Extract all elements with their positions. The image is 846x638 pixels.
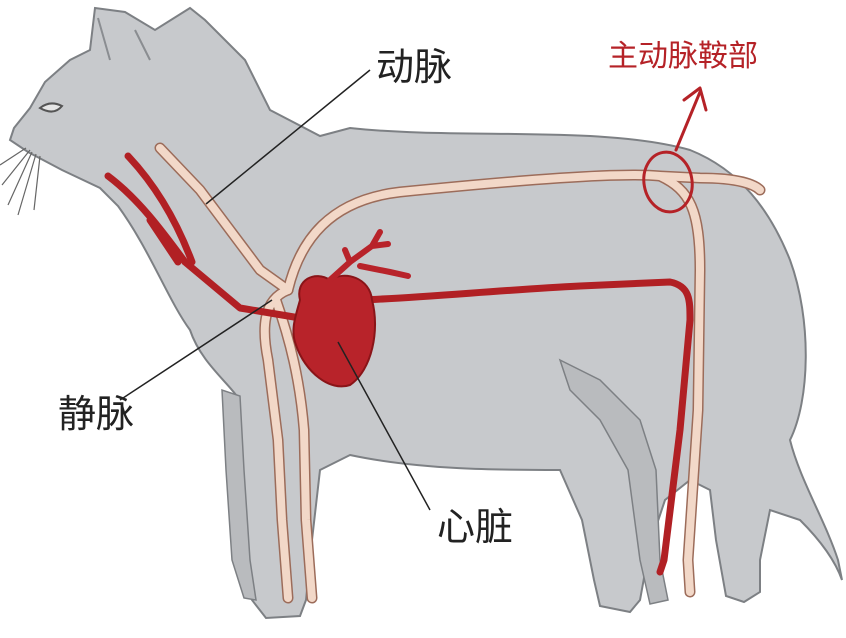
- cat-eye: [38, 102, 64, 113]
- far-leg: [221, 388, 257, 601]
- vein-vessels: [104, 152, 694, 576]
- artery-label: 动脉: [376, 45, 453, 89]
- artery-leader: [205, 69, 371, 205]
- leader-lines: [119, 69, 431, 511]
- vein-label: 静脉: [58, 392, 135, 436]
- heart-leader: [337, 341, 431, 511]
- heart-label: 心脏: [437, 505, 514, 549]
- artery-vessels: [154, 142, 766, 604]
- ear-inner: [97, 17, 151, 61]
- aortic-saddle-arrow: [674, 86, 708, 152]
- vein-leader: [119, 299, 273, 401]
- aortic-saddle-label: 主动脉鞍部: [608, 39, 758, 74]
- aortic-saddle-circle: [642, 150, 694, 214]
- heart: [292, 229, 411, 388]
- cat-body: [8, 6, 843, 620]
- far-hind-leg: [558, 358, 669, 605]
- whiskers: [0, 147, 41, 216]
